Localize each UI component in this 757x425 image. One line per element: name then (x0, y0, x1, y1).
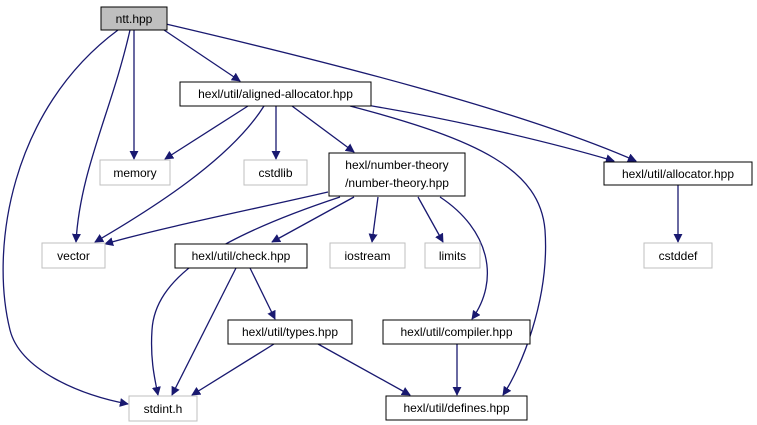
node-cstdlib[interactable]: cstdlib (243, 159, 308, 186)
edge-aligned-allocator-to-memory (164, 105, 249, 160)
node-cstddef[interactable]: cstddef (643, 242, 713, 269)
node-vector[interactable]: vector (41, 242, 106, 269)
node-number-theory-label-line2: /number-theory.hpp (345, 176, 449, 190)
node-iostream-label: iostream (344, 249, 390, 263)
node-defines[interactable]: hexl/util/defines.hpp (385, 395, 528, 421)
node-compiler[interactable]: hexl/util/compiler.hpp (382, 319, 531, 345)
node-compiler-label: hexl/util/compiler.hpp (400, 325, 512, 339)
edge-aligned-allocator-to-defines (349, 105, 547, 396)
node-vector-label: vector (57, 249, 90, 263)
node-limits[interactable]: limits (424, 242, 481, 269)
node-types[interactable]: hexl/util/types.hpp (227, 319, 353, 345)
node-cstddef-label: cstddef (659, 249, 698, 263)
edge-aligned-allocator-to-number-theory (291, 105, 355, 153)
node-ntt[interactable]: ntt.hpp (100, 6, 168, 31)
node-allocator-label: hexl/util/allocator.hpp (622, 167, 734, 181)
node-stdint-label: stdint.h (144, 402, 183, 416)
edge-number-theory-to-stdint (150, 196, 341, 396)
edge-check-to-stdint (171, 267, 237, 396)
node-ntt-label: ntt.hpp (116, 12, 153, 26)
node-stdint[interactable]: stdint.h (128, 395, 198, 422)
node-cstdlib-label: cstdlib (258, 166, 292, 180)
edges (2, 23, 683, 407)
node-defines-label: hexl/util/defines.hpp (403, 401, 509, 415)
edge-types-to-defines (317, 343, 411, 396)
edge-ntt-to-vector (71, 29, 131, 243)
edge-aligned-allocator-to-vector (94, 105, 265, 243)
edge-number-theory-to-compiler (439, 196, 488, 320)
edge-ntt-to-allocator (165, 23, 637, 162)
edge-ntt-to-aligned-allocator (163, 29, 241, 82)
node-types-label: hexl/util/types.hpp (242, 325, 338, 339)
edge-number-theory-to-check (271, 196, 355, 243)
edge-check-to-types (249, 267, 276, 320)
node-allocator[interactable]: hexl/util/allocator.hpp (603, 161, 753, 186)
node-number-theory[interactable]: hexl/number-theory /number-theory.hpp (328, 152, 466, 197)
edge-aligned-allocator-to-allocator (359, 103, 615, 164)
node-iostream[interactable]: iostream (329, 242, 406, 269)
node-aligned-allocator[interactable]: hexl/util/aligned-allocator.hpp (179, 81, 372, 107)
edge-types-to-stdint (191, 343, 275, 396)
node-check-label: hexl/util/check.hpp (192, 249, 291, 263)
node-number-theory-label-line1: hexl/number-theory (345, 158, 448, 172)
nodes: ntt.hpp hexl/util/aligned-allocator.hpp … (41, 6, 753, 422)
node-aligned-allocator-label: hexl/util/aligned-allocator.hpp (198, 87, 353, 101)
edge-number-theory-to-limits (417, 196, 444, 243)
node-memory-label: memory (113, 166, 156, 180)
edge-number-theory-to-iostream (368, 196, 379, 243)
node-memory[interactable]: memory (99, 159, 171, 186)
node-check[interactable]: hexl/util/check.hpp (174, 243, 308, 269)
edge-number-theory-to-vector (104, 191, 329, 247)
edge-ntt-to-stdint (2, 29, 129, 407)
node-limits-label: limits (439, 249, 466, 263)
